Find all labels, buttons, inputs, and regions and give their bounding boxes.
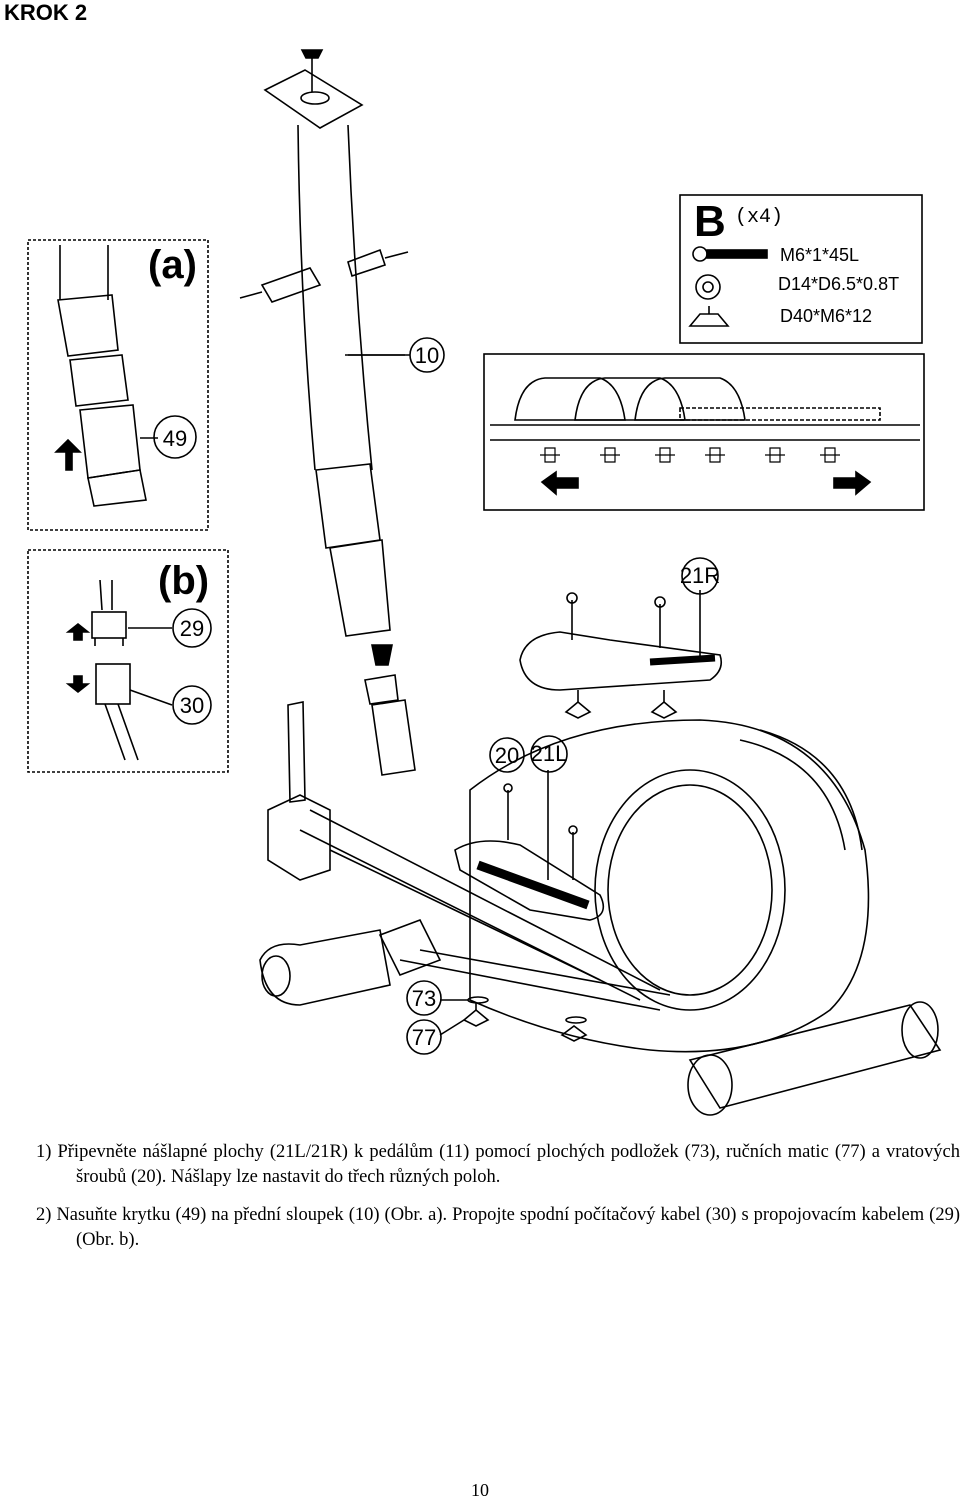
instruction-2-text: 2) Nasuňte krytku (49) na přední sloupek… — [36, 1205, 960, 1250]
inset-b — [27, 549, 229, 773]
inset-a — [27, 239, 209, 531]
hardware-letter: B — [694, 197, 726, 246]
trainer-frame — [259, 354, 942, 1116]
callout-21l: 21L — [531, 741, 568, 766]
step-title: KROK 2 — [4, 0, 88, 25]
callout-77: 77 — [412, 1025, 436, 1050]
callout-21r: 21R — [680, 563, 720, 588]
hardware-quantity: (x4) — [735, 206, 783, 229]
hardware-item-knob: D40*M6*12 — [780, 306, 872, 326]
hardware-item-washer: D14*D6.5*0.8T — [778, 274, 899, 294]
callout-20: 20 — [495, 743, 519, 768]
instruction-1: 1) Připevněte nášlapné plochy (21L/21R) … — [36, 1140, 960, 1190]
callout-30: 30 — [180, 693, 204, 718]
page-number: 10 — [471, 1480, 489, 1500]
callout-73: 73 — [412, 986, 436, 1011]
callout-10: 10 — [415, 343, 439, 368]
hardware-item-bolt: M6*1*45L — [780, 245, 859, 265]
hardware-box-b — [679, 194, 923, 344]
pedal-positions-box — [483, 353, 925, 511]
callout-29: 29 — [180, 616, 204, 641]
assembly-diagram: (a) (b) B (x4) M6*1*45L D14*D6.5*0.8T D4… — [27, 49, 942, 1116]
instruction-2: 2) Nasuňte krytku (49) na přední sloupek… — [36, 1203, 960, 1253]
callout-49: 49 — [163, 426, 187, 451]
front-column — [239, 49, 416, 776]
instruction-1-text: 1) Připevněte nášlapné plochy (21L/21R) … — [36, 1142, 960, 1187]
inset-a-label: (a) — [148, 243, 197, 287]
inset-b-label: (b) — [158, 559, 209, 603]
